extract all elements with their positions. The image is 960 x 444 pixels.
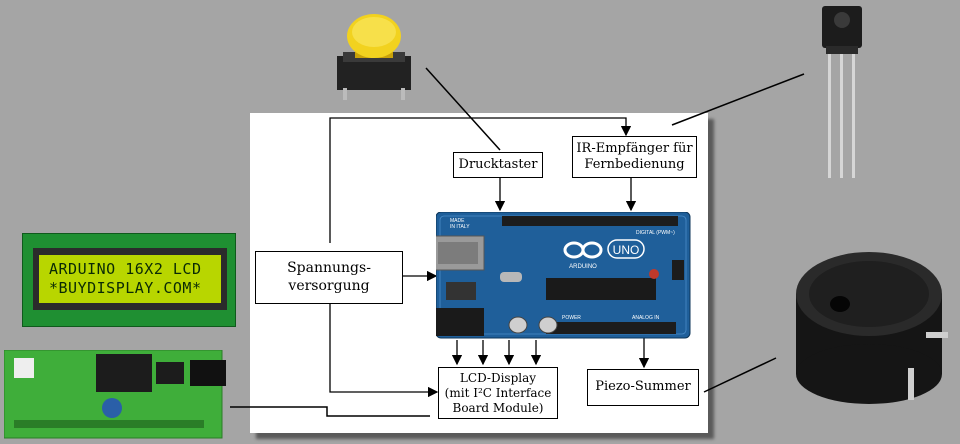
lcd-display-box: LCD-Display (mit I²C Interface Board Mod…: [438, 367, 558, 419]
power-header-text: POWER: [562, 315, 581, 321]
ir-receiver-box: IR-Empfänger für Fernbedienung: [572, 136, 697, 178]
piezo-photo-leader: [703, 357, 777, 393]
power-supply-box: Spannungs- versorgung: [255, 251, 403, 304]
piezo-box: Piezo-Summer: [587, 369, 699, 406]
piezo-buzzer-photo: [796, 252, 948, 404]
i2c-board-photo: [4, 350, 226, 439]
digital-text: DIGITAL (PWM~): [636, 230, 675, 236]
button-photo-leader: [425, 67, 501, 151]
lcd-module-photo: ARDUINO 16X2 LCD *BUYDISPLAY.COM*: [22, 233, 236, 327]
power-supply-label: Spannungs- versorgung: [287, 260, 371, 294]
lcd-photo-leader: [230, 406, 430, 417]
push-button-photo: [337, 14, 411, 100]
analog-text: ANALOG IN: [632, 315, 660, 321]
button-label: Drucktaster: [458, 156, 538, 172]
lcd-display-label: LCD-Display (mit I²C Interface Board Mod…: [444, 370, 552, 415]
ir-receiver-label: IR-Empfänger für Fernbedienung: [576, 140, 693, 172]
ir-photo-leader: [671, 73, 805, 126]
lcd-line-1: ARDUINO 16X2 LCD: [49, 260, 202, 278]
power-to-ir-line: [329, 117, 632, 243]
ir-receiver-photo: [822, 6, 862, 178]
lcd-screen: ARDUINO 16X2 LCD *BUYDISPLAY.COM*: [39, 255, 221, 303]
lcd-line-2: *BUYDISPLAY.COM*: [49, 279, 202, 297]
button-box: Drucktaster: [453, 152, 543, 178]
piezo-label: Piezo-Summer: [595, 379, 691, 395]
board-model-text: UNO: [613, 243, 640, 257]
board-brand-text: ARDUINO: [569, 264, 597, 270]
power-to-lcd-line: [329, 304, 439, 398]
